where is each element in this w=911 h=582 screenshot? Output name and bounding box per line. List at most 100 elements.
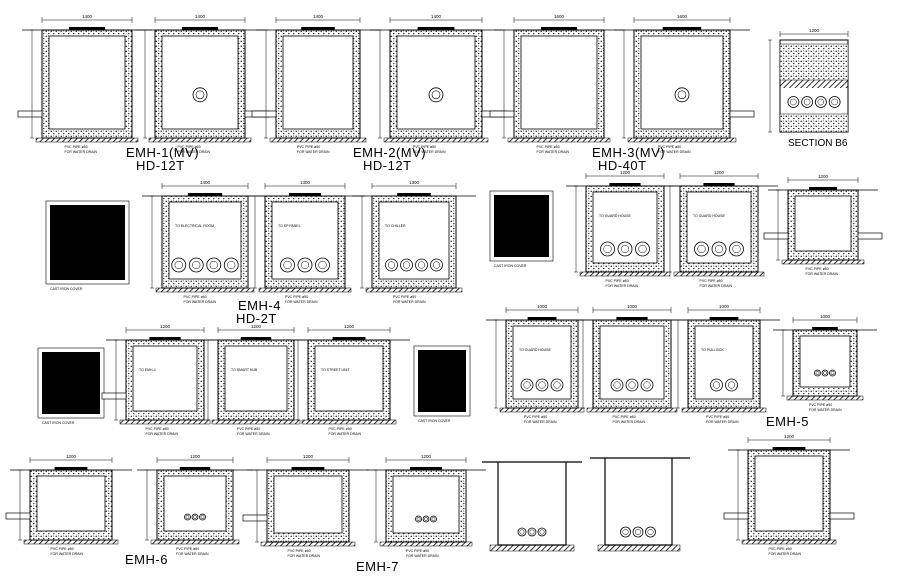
section-b6-width-dim: 1200: [779, 28, 849, 37]
pull-box-section-height-dim: [776, 189, 780, 261]
emh3-section-b-width-dim: 1600: [633, 14, 731, 23]
svg-text:1200: 1200: [421, 454, 432, 459]
emh2-section-a-width-dim: 1400: [275, 14, 361, 23]
emh2-section-b: [370, 27, 507, 143]
note-text-17: PVC PIPE ø50: [285, 295, 308, 299]
note-text-29: PVC PIPE ø50: [806, 267, 829, 271]
note-text-28: FOR WATER DRAIN: [700, 284, 733, 288]
emh3-section-b-height-dim: [622, 29, 626, 139]
title-emh4-line2: HD-2T: [236, 311, 277, 326]
pull-box-section: [763, 187, 883, 265]
svg-text:1400: 1400: [82, 14, 93, 19]
guard-house-plan-cover: [489, 190, 554, 262]
svg-text:1400: 1400: [195, 14, 206, 19]
title-emh2: EMH-2(MV) HD-12T: [353, 146, 426, 172]
emh5-section-b: [573, 317, 691, 413]
svg-text:1200: 1200: [818, 174, 829, 179]
emh-large-section: [723, 447, 855, 545]
note-text-9: FOR WATER DRAIN: [537, 150, 570, 154]
emh5-section-a-height-dim: [494, 319, 498, 409]
trench-detail-a: [482, 461, 582, 552]
title-emh3: EMH-3(MV) HD-40T: [592, 146, 665, 172]
note-text-19: TO CHILLER: [385, 224, 406, 228]
note-text-36: PVC PIPE ø50: [237, 427, 260, 431]
emh1-section-a-height-dim: [30, 29, 34, 139]
emh5-section-d: [773, 327, 877, 401]
title-section-b6: SECTION B6: [788, 138, 848, 149]
emh5-section-d-height-dim: [781, 329, 785, 397]
emh7-section-a-width-dim: 1200: [266, 454, 350, 463]
emh3-section-b: [614, 27, 755, 143]
note-text-7: FOR WATER DRAIN: [413, 150, 446, 154]
title-emh4-line1: EMH-4: [238, 298, 281, 313]
row3-section-c-height-dim: [296, 339, 300, 421]
emh1-section-a: [17, 27, 152, 143]
note-text-40: FOR WATER DRAIN: [329, 432, 362, 436]
note-text-37: FOR WATER DRAIN: [237, 432, 270, 436]
emh6-section-a-width-dim: 1200: [29, 454, 113, 463]
emh5-section-d-width-dim: 1000: [792, 314, 858, 323]
emh7-section-b-height-dim: [374, 469, 378, 543]
title-emh7: EMH-7: [356, 559, 399, 574]
emh5-section-b-width-dim: 1000: [592, 304, 672, 313]
emh1-section-b-height-dim: [143, 29, 147, 139]
row3-section-a-height-dim: [114, 339, 118, 421]
note-text-0: PVC PIPE ø50: [65, 145, 88, 149]
note-text-54: PVC PIPE ø50: [176, 547, 199, 551]
note-text-56: PVC PIPE ø50: [288, 549, 311, 553]
note-text-24: PVC PIPE ø50: [606, 279, 629, 283]
emh5-section-a-width-dim: 1000: [505, 304, 579, 313]
note-text-45: PVC PIPE ø50: [613, 415, 636, 419]
emh4-section-c: [352, 193, 476, 293]
emh6-section-b-height-dim: [145, 469, 149, 541]
note-text-5: FOR WATER DRAIN: [297, 150, 330, 154]
emh7-section-a: [242, 467, 369, 547]
note-text-33: PVC PIPE ø50: [146, 427, 169, 431]
gh-section-a: [566, 183, 684, 277]
note-text-35: TO SMART HUB: [231, 368, 258, 372]
gh-section-a-width-dim: 1200: [585, 170, 665, 179]
note-text-12: CAST IRON COVER: [50, 287, 83, 291]
note-text-43: PVC PIPE ø50: [524, 415, 547, 419]
row3-section-a: [101, 337, 224, 425]
svg-text:1400: 1400: [200, 180, 211, 185]
emh4-plan-cover: [45, 200, 130, 285]
gh-section-b-height-dim: [668, 185, 672, 273]
emh4-section-c-width-dim: 1300: [371, 180, 457, 189]
trench-detail-b: [590, 457, 690, 552]
row3-section-c: [288, 337, 410, 425]
note-text-60: PVC PIPE ø50: [769, 547, 792, 551]
note-text-31: CAST IRON COVER: [42, 421, 75, 425]
row3-section-b-height-dim: [206, 339, 210, 421]
emh-large-section-height-dim: [736, 449, 740, 541]
emh4-section-c-height-dim: [360, 195, 364, 289]
svg-text:1200: 1200: [714, 170, 725, 175]
emh1-section-b-width-dim: 1400: [154, 14, 246, 23]
svg-text:1200: 1200: [160, 324, 171, 329]
note-text-10: PVC PIPE ø50: [658, 145, 681, 149]
emh4-section-a: [142, 193, 268, 293]
note-text-38: TO STREET UNIT: [321, 368, 351, 372]
row3-section-b: [198, 337, 314, 425]
emh3-section-a-width-dim: 1600: [513, 14, 605, 23]
emh3-section-a: [489, 27, 624, 143]
title-emh5: EMH-5: [766, 414, 809, 429]
gh-section-b-width-dim: 1200: [679, 170, 759, 179]
note-text-44: FOR WATER DRAIN: [524, 420, 557, 424]
note-text-46: FOR WATER DRAIN: [613, 420, 646, 424]
emh4-section-a-height-dim: [150, 195, 154, 289]
pull-box-section-width-dim: 1200: [787, 174, 859, 183]
svg-text:1200: 1200: [620, 170, 631, 175]
emh5-section-c: [668, 317, 780, 413]
emh5-plan-cover: [37, 347, 105, 419]
emh6-section-a: [5, 467, 132, 545]
title-emh2-line2: HD-12T: [363, 158, 412, 173]
note-text-48: PVC PIPE ø50: [706, 415, 729, 419]
emh5-section-c-height-dim: [676, 319, 680, 409]
note-text-55: FOR WATER DRAIN: [176, 552, 209, 556]
emh6-section-a-height-dim: [18, 469, 22, 541]
svg-text:1300: 1300: [300, 180, 311, 185]
emh4-section-b-width-dim: 1300: [264, 180, 346, 189]
row3-section-b-width-dim: 1200: [217, 324, 295, 333]
